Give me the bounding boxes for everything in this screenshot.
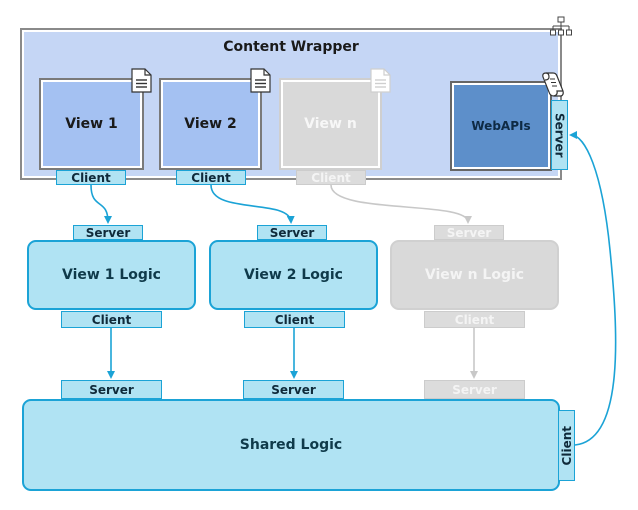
view-n: View n [279,78,382,170]
view-1-logic-server: Server [73,225,143,240]
network-icon [550,16,572,36]
connector-shared-to-webapis [569,131,617,446]
webapis-server: Server [551,100,568,170]
document-icon [370,68,391,93]
view-2-logic-label: View 2 Logic [244,267,343,283]
view-1-logic-label: View 1 Logic [62,267,161,283]
shared-logic-label: Shared Logic [239,437,343,453]
shared-logic-client-label: Client [559,425,574,466]
view-n-logic-client: Client [424,311,525,328]
view-1-label: View 1 [65,116,118,132]
view-n-logic: View n Logic [390,240,559,310]
view-n-client: Client [296,170,366,185]
document-icon [131,68,152,93]
connector-viewn-to-logic [330,184,472,224]
view-n-label: View n [304,116,357,132]
document-icon [250,68,271,93]
view-2-logic-client: Client [244,311,345,328]
view-n-logic-server: Server [434,225,504,240]
connector-view2-to-logic [210,184,295,224]
view-2: View 2 [159,78,262,170]
view-1-client: Client [56,170,126,185]
shared-logic-server-1: Server [61,380,162,399]
shared-logic-server-2: Server [243,380,344,399]
connector-view1-to-logic [90,184,112,224]
scroll-icon [542,72,564,97]
view-2-client: Client [176,170,246,185]
view-n-logic-label: View n Logic [424,267,525,283]
view-2-logic-server: Server [257,225,327,240]
webapis-label: WebAPIs [471,119,531,133]
webapis-box: WebAPIs [450,81,552,171]
content-wrapper-title: Content Wrapper [223,39,359,55]
view-2-label: View 2 [184,116,237,132]
webapis-server-label: Server [552,112,567,158]
view-1: View 1 [39,78,144,170]
shared-logic-client: Client [558,410,575,481]
view-1-logic: View 1 Logic [27,240,196,310]
shared-logic: Shared Logic [22,399,560,491]
shared-logic-server-n: Server [424,380,525,399]
view-2-logic: View 2 Logic [209,240,378,310]
view-1-logic-client: Client [61,311,162,328]
